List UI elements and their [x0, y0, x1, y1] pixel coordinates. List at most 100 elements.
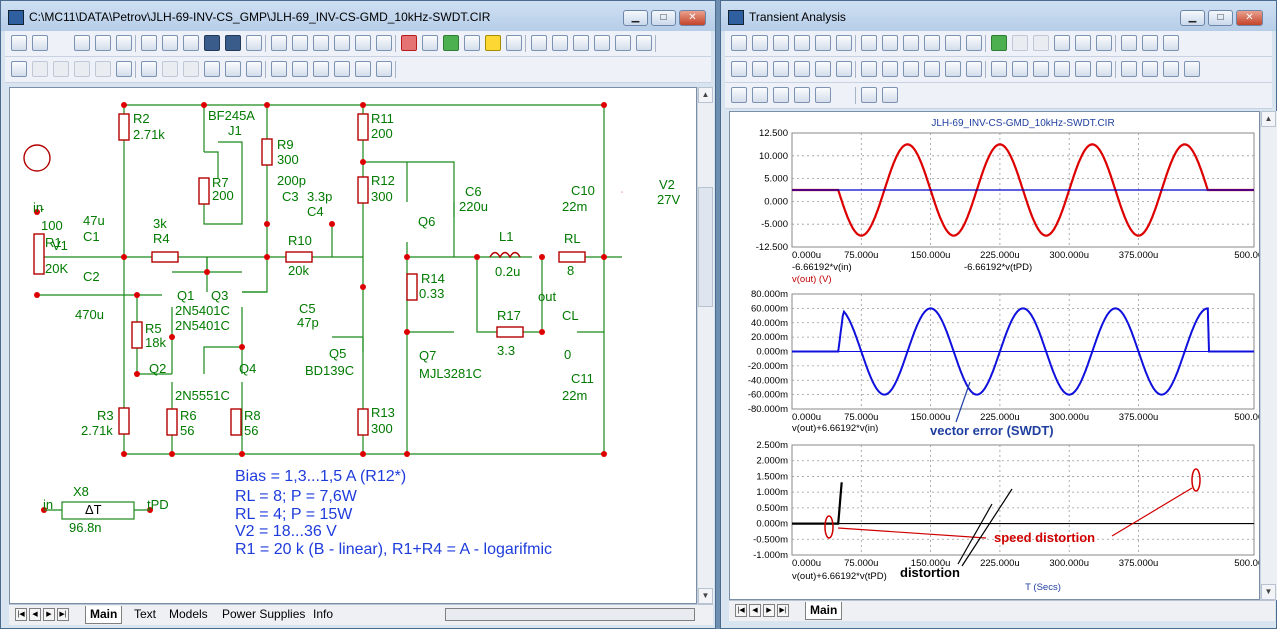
ttab-next-button[interactable]: ▶ [763, 604, 775, 617]
toolbar-icon[interactable] [116, 61, 132, 77]
toolbar-icon[interactable] [422, 35, 438, 51]
toolbar-icon[interactable] [1033, 61, 1049, 77]
toolbar-icon[interactable] [1054, 35, 1070, 51]
plot-vscrollbar[interactable]: ▲ ▼ [1260, 111, 1277, 600]
toolbar-icon[interactable] [1142, 61, 1158, 77]
toolbar-icon[interactable] [815, 61, 831, 77]
toolbar-icon[interactable] [334, 35, 350, 51]
schematic-titlebar[interactable]: C:\MC11\DATA\Petrov\JLH-69-INV-CS_GMP\JL… [1, 1, 715, 31]
toolbar-icon[interactable] [376, 35, 392, 51]
toolbar-icon[interactable] [1054, 61, 1070, 77]
toolbar-icon[interactable] [1012, 35, 1028, 51]
toolbar-icon[interactable] [815, 35, 831, 51]
toolbar-icon[interactable] [636, 35, 652, 51]
toolbar-icon[interactable] [53, 35, 69, 51]
toolbar-icon[interactable] [183, 61, 199, 77]
toolbar-icon[interactable] [924, 61, 940, 77]
toolbar-icon[interactable] [836, 87, 852, 103]
toolbar-icon[interactable] [615, 35, 631, 51]
toolbar-icon[interactable] [966, 35, 982, 51]
toolbar-icon[interactable] [552, 35, 568, 51]
toolbar-icon[interactable] [794, 87, 810, 103]
toolbar-icon[interactable] [773, 87, 789, 103]
toolbar-icon[interactable] [32, 61, 48, 77]
toolbar-icon[interactable] [794, 61, 810, 77]
toolbar-icon[interactable] [1096, 61, 1112, 77]
toolbar-icon[interactable] [204, 35, 220, 51]
toolbar-icon[interactable] [945, 35, 961, 51]
toolbar-icon[interactable] [773, 35, 789, 51]
toolbar-icon[interactable] [861, 35, 877, 51]
toolbar-icon[interactable] [1096, 35, 1112, 51]
ttab-main[interactable]: Main [805, 602, 843, 620]
maximize-button[interactable]: □ [651, 10, 676, 26]
toolbar-icon[interactable] [74, 61, 90, 77]
toolbar-icon[interactable] [966, 61, 982, 77]
tab-next-button[interactable]: ▶ [43, 608, 55, 621]
toolbar-icon[interactable] [141, 35, 157, 51]
toolbar-icon[interactable] [246, 35, 262, 51]
toolbar-icon[interactable] [11, 35, 27, 51]
toolbar-icon[interactable] [731, 35, 747, 51]
tab-models[interactable]: Models [169, 607, 208, 621]
toolbar-icon[interactable] [1075, 35, 1091, 51]
toolbar-icon[interactable] [204, 61, 220, 77]
toolbar-icon[interactable] [861, 87, 877, 103]
toolbar-icon[interactable] [95, 61, 111, 77]
toolbar-icon[interactable] [313, 61, 329, 77]
toolbar-icon[interactable] [162, 61, 178, 77]
toolbar-icon[interactable] [1121, 61, 1137, 77]
toolbar-icon[interactable] [11, 61, 27, 77]
toolbar-icon[interactable] [443, 35, 459, 51]
toolbar-icon[interactable] [225, 35, 241, 51]
transient-close-button[interactable]: ✕ [1236, 10, 1263, 26]
toolbar-icon[interactable] [271, 35, 287, 51]
toolbar-icon[interactable] [861, 61, 877, 77]
ttab-last-button[interactable]: ▶| [777, 604, 789, 617]
toolbar-icon[interactable] [531, 35, 547, 51]
toolbar-icon[interactable] [506, 35, 522, 51]
toolbar-icon[interactable] [292, 61, 308, 77]
schematic-canvas[interactable]: - V1 [9, 87, 697, 604]
toolbar-icon[interactable] [292, 35, 308, 51]
toolbar-icon[interactable] [1075, 61, 1091, 77]
toolbar-icon[interactable] [1033, 35, 1049, 51]
toolbar-icon[interactable] [246, 61, 262, 77]
tab-last-button[interactable]: ▶| [57, 608, 69, 621]
toolbar-icon[interactable] [141, 61, 157, 77]
plot-scroll-up[interactable]: ▲ [1261, 111, 1276, 127]
toolbar-icon[interactable] [903, 35, 919, 51]
transient-titlebar[interactable]: Transient Analysis ▁ □ ✕ [721, 1, 1276, 31]
toolbar-icon[interactable] [225, 61, 241, 77]
transient-maximize-button[interactable]: □ [1208, 10, 1233, 26]
toolbar-icon[interactable] [401, 35, 417, 51]
toolbar-icon[interactable] [74, 35, 90, 51]
scroll-thumb[interactable] [698, 187, 713, 307]
horizontal-scrollbar[interactable] [445, 608, 695, 621]
toolbar-icon[interactable] [464, 35, 480, 51]
toolbar-icon[interactable] [882, 35, 898, 51]
scroll-down-button[interactable]: ▼ [698, 588, 713, 604]
toolbar-icon[interactable] [945, 61, 961, 77]
toolbar-icon[interactable] [1012, 61, 1028, 77]
close-button[interactable]: ✕ [679, 10, 706, 26]
toolbar-icon[interactable] [752, 87, 768, 103]
toolbar-icon[interactable] [183, 35, 199, 51]
schematic-vscrollbar[interactable]: ▲ ▼ [697, 87, 714, 604]
toolbar-icon[interactable] [903, 61, 919, 77]
toolbar-icon[interactable] [882, 61, 898, 77]
minimize-button[interactable]: ▁ [623, 10, 648, 26]
toolbar-icon[interactable] [773, 61, 789, 77]
toolbar-icon[interactable] [95, 35, 111, 51]
toolbar-icon[interactable] [573, 35, 589, 51]
toolbar-icon[interactable] [594, 35, 610, 51]
ttab-first-button[interactable]: |◀ [735, 604, 747, 617]
toolbar-icon[interactable] [752, 35, 768, 51]
toolbar-icon[interactable] [794, 35, 810, 51]
tab-power-supplies[interactable]: Power Supplies [222, 607, 306, 621]
toolbar-icon[interactable] [116, 35, 132, 51]
toolbar-icon[interactable] [924, 35, 940, 51]
toolbar-icon[interactable] [731, 61, 747, 77]
toolbar-icon[interactable] [32, 35, 48, 51]
